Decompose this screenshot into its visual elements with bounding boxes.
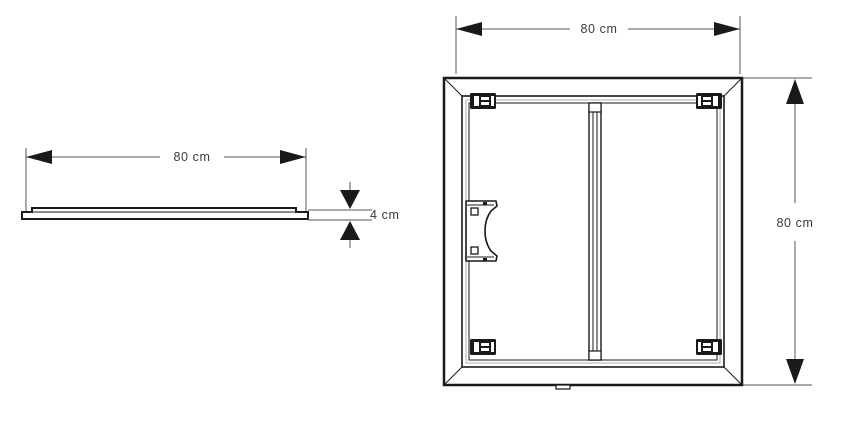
handle-plate-stud-bottom — [483, 258, 487, 261]
corner-bracket-bottom-right — [696, 339, 722, 355]
corner-bracket-top-left — [470, 93, 496, 109]
bracket-slot-c-top-right — [703, 102, 711, 105]
frame-miter-top-left — [443, 77, 463, 97]
bracket-slot-d-top-right — [698, 96, 701, 106]
side-view-width-arrow-left — [26, 150, 52, 164]
front-view-height-label: 80 cm — [776, 216, 813, 230]
center-mullion-bottom-cap — [588, 350, 602, 361]
bracket-slot-d-bottom-left — [491, 342, 494, 352]
bracket-slot-d-bottom-right — [698, 342, 701, 352]
center-mullion — [588, 102, 602, 361]
front-elevation-view: 80 cm 80 cm — [442, 16, 813, 390]
center-mullion-top-cap — [588, 102, 602, 113]
handle-plate-screw-hole-top — [470, 207, 479, 216]
bracket-slot-a-bottom-right — [713, 342, 718, 352]
side-elevation-view: 80 cm 4 cm — [21, 148, 400, 248]
front-view-height-arrow-top — [786, 79, 804, 104]
bracket-slot-b-bottom-right — [703, 343, 711, 346]
thickness-arrow-top — [340, 190, 360, 209]
handle-plate-screw-hole-bottom — [470, 246, 479, 255]
front-view-width-label: 80 cm — [580, 22, 617, 36]
corner-bracket-bottom-left — [470, 339, 496, 355]
bracket-slot-a-bottom-left — [474, 342, 479, 352]
side-view-width-arrow-right — [280, 150, 306, 164]
bracket-slot-c-top-left — [481, 102, 489, 105]
bracket-slot-a-top-right — [713, 96, 718, 106]
frame-miter-top-right — [723, 77, 743, 97]
frame-miter-bottom-right — [723, 366, 743, 386]
bracket-slot-d-top-left — [491, 96, 494, 106]
bracket-slot-a-top-left — [474, 96, 479, 106]
bracket-slot-b-top-left — [481, 97, 489, 100]
handle-plate-stud-top — [483, 202, 487, 205]
handle-plate-outline — [465, 200, 498, 262]
side-view-thickness-label: 4 cm — [370, 208, 400, 222]
side-view-panel-profile — [21, 207, 309, 220]
center-mullion-body — [588, 102, 602, 361]
bracket-slot-b-top-right — [703, 97, 711, 100]
side-view-panel-outline — [21, 207, 309, 220]
side-view-width-label: 80 cm — [173, 150, 210, 164]
bracket-slot-c-bottom-left — [481, 348, 489, 351]
handle-plate — [465, 200, 498, 262]
bracket-slot-b-bottom-left — [481, 343, 489, 346]
frame-miter-bottom-left — [443, 366, 463, 386]
front-view-bottom-notch — [555, 384, 571, 390]
front-view-width-arrow-right — [714, 22, 740, 36]
thickness-arrow-bottom — [340, 221, 360, 240]
front-view-height-arrow-bottom — [786, 359, 804, 384]
bracket-slot-c-bottom-right — [703, 348, 711, 351]
corner-bracket-top-right — [696, 93, 722, 109]
front-view-width-arrow-left — [456, 22, 482, 36]
